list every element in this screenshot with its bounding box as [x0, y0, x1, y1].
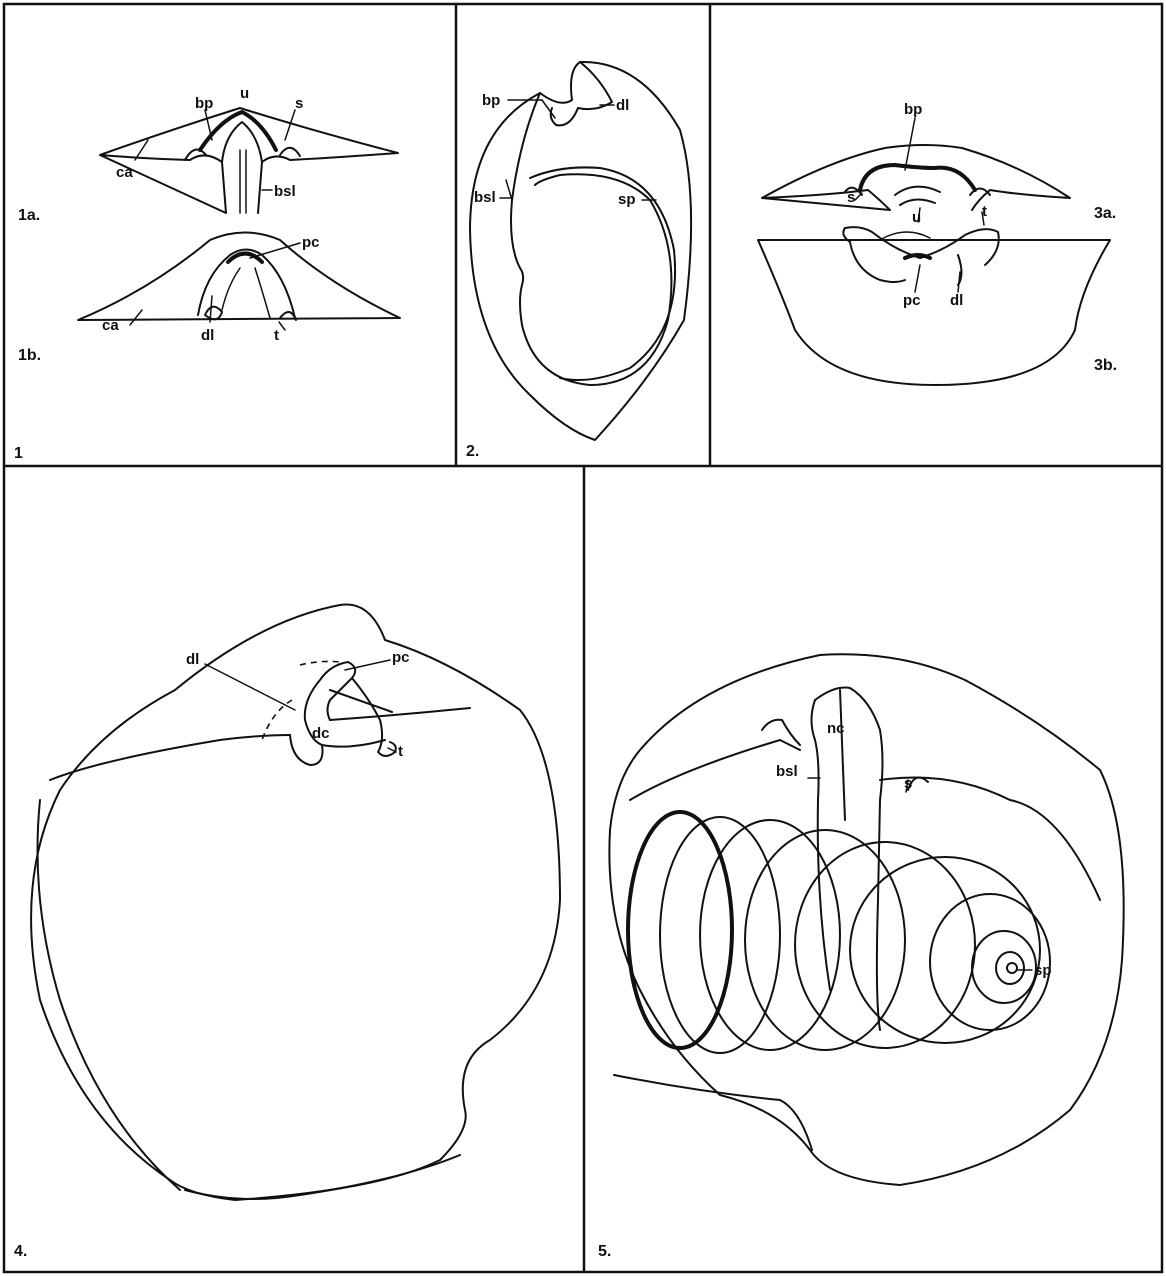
figure-2-leader-lines	[500, 100, 656, 200]
figure-3b-drawing	[758, 227, 1110, 385]
label-dl: dl	[201, 327, 214, 344]
panel-3: bp s u t pc dl 3a. 3b.	[758, 101, 1117, 385]
figure-1b-number: 1b.	[18, 347, 41, 364]
figure-1-number: 1	[14, 445, 23, 462]
figure-1b-drawing	[78, 233, 400, 321]
panel-4: dl pc dc t 4.	[14, 604, 560, 1260]
label-t: t	[982, 203, 987, 220]
label-s: s	[295, 95, 303, 112]
label-sp: sp	[618, 191, 636, 208]
figure-4-drawing	[31, 604, 560, 1200]
label-bsl: bsl	[474, 189, 496, 206]
panel-1: bp u s ca bsl pc ca dl t 1a. 1b. 1	[14, 85, 400, 462]
label-bsl: bsl	[776, 763, 798, 780]
label-ca: ca	[116, 164, 133, 181]
label-pc: pc	[903, 292, 921, 309]
figure-3a-number: 3a.	[1094, 205, 1116, 222]
label-bp: bp	[195, 95, 213, 112]
label-s: s	[847, 189, 855, 206]
figure-1a-drawing	[100, 108, 398, 213]
figure-3a-drawing	[762, 145, 1070, 210]
label-t: t	[398, 743, 403, 760]
label-pc: pc	[392, 649, 410, 666]
figure-5-number: 5.	[598, 1243, 611, 1260]
label-bp: bp	[482, 92, 500, 109]
panel-2: bp dl bsl sp 2.	[466, 62, 691, 460]
label-ca: ca	[102, 317, 119, 334]
figure-2-number: 2.	[466, 443, 479, 460]
label-bp: bp	[904, 101, 922, 118]
figure-5-drawing	[609, 654, 1123, 1185]
panel-5: nc bsl s sp 5.	[598, 654, 1124, 1260]
figure-4-number: 4.	[14, 1243, 27, 1260]
figure-3b-number: 3b.	[1094, 357, 1117, 374]
label-sp: sp	[1034, 962, 1052, 979]
label-s: s	[904, 775, 912, 792]
spiral-brachidium	[628, 812, 1050, 1053]
label-dl: dl	[186, 651, 199, 668]
label-u: u	[912, 209, 921, 226]
label-dc: dc	[312, 725, 330, 742]
label-nc: nc	[827, 720, 845, 737]
figure-2-drawing	[470, 62, 691, 440]
label-dl: dl	[616, 97, 629, 114]
label-u: u	[240, 85, 249, 102]
label-t: t	[274, 327, 279, 344]
label-dl: dl	[950, 292, 963, 309]
label-pc: pc	[302, 234, 320, 251]
figure-1a-number: 1a.	[18, 207, 40, 224]
label-bsl: bsl	[274, 183, 296, 200]
